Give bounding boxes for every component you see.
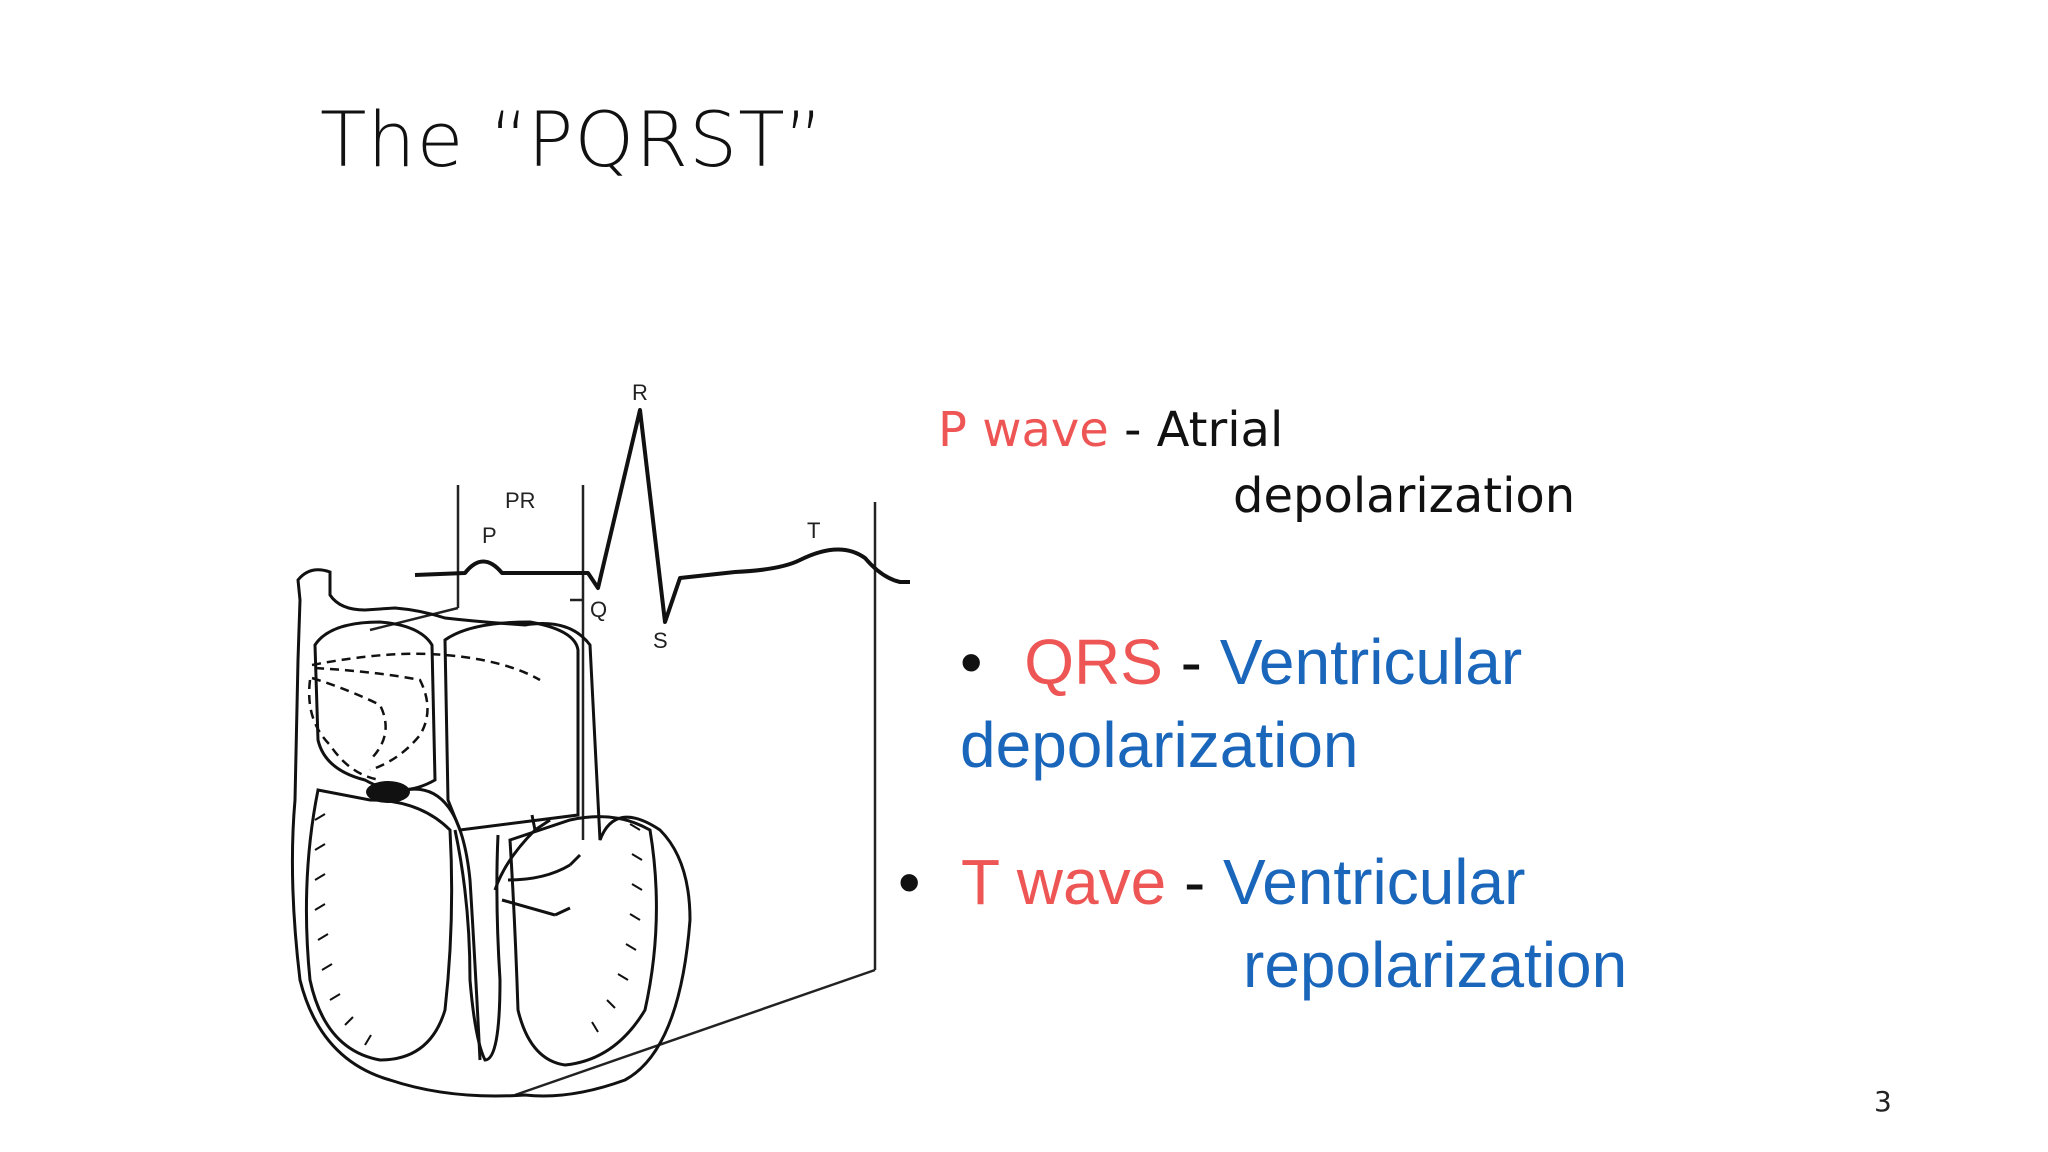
- qrs-description-1: Ventricular: [1219, 626, 1523, 698]
- qrs-bullet: •: [960, 626, 983, 698]
- qrs-line1: • QRS - Ventricular: [960, 625, 1522, 699]
- ventricle-right: [508, 815, 658, 1067]
- ventricle-left: [304, 788, 454, 1062]
- atrium-left: [313, 620, 437, 792]
- label-pr: PR: [505, 488, 536, 513]
- t-wave-term: T wave: [961, 846, 1167, 918]
- t-wave-line1: • T wave - Ventricular: [898, 845, 1525, 919]
- heart-outer: [290, 568, 692, 1098]
- av-node: [366, 781, 410, 803]
- slide-title: The “PQRST”: [320, 95, 825, 184]
- qrs-separator: -: [1180, 626, 1202, 698]
- t-wave-description-2: repolarization: [1243, 929, 1628, 1001]
- label-r: R: [632, 380, 648, 405]
- label-p: P: [482, 523, 497, 548]
- septum: [453, 829, 502, 1062]
- page-number: 3: [1874, 1085, 1892, 1118]
- p-wave-description: depolarization: [1233, 468, 1576, 524]
- p-wave-line1: P wave - Atrial: [938, 402, 1283, 458]
- p-wave-separator: - Atrial: [1124, 402, 1284, 458]
- p-wave-term: P wave: [938, 402, 1109, 458]
- qrs-description-2: depolarization: [960, 709, 1359, 781]
- qrs-term: QRS: [1024, 626, 1163, 698]
- ecg-trace: [414, 408, 910, 624]
- t-wave-description-1: Ventricular: [1223, 846, 1526, 918]
- t-wave-bullet: •: [898, 846, 921, 918]
- ecg-heart-diagram: R PR P T Q S: [270, 360, 920, 1120]
- t-wave-separator: -: [1183, 846, 1206, 918]
- label-t: T: [807, 518, 820, 543]
- ecg-heart-illustration: R PR P T Q S: [290, 380, 910, 1098]
- label-s: S: [653, 628, 668, 653]
- atrium-right: [443, 620, 580, 832]
- label-q: Q: [590, 597, 607, 622]
